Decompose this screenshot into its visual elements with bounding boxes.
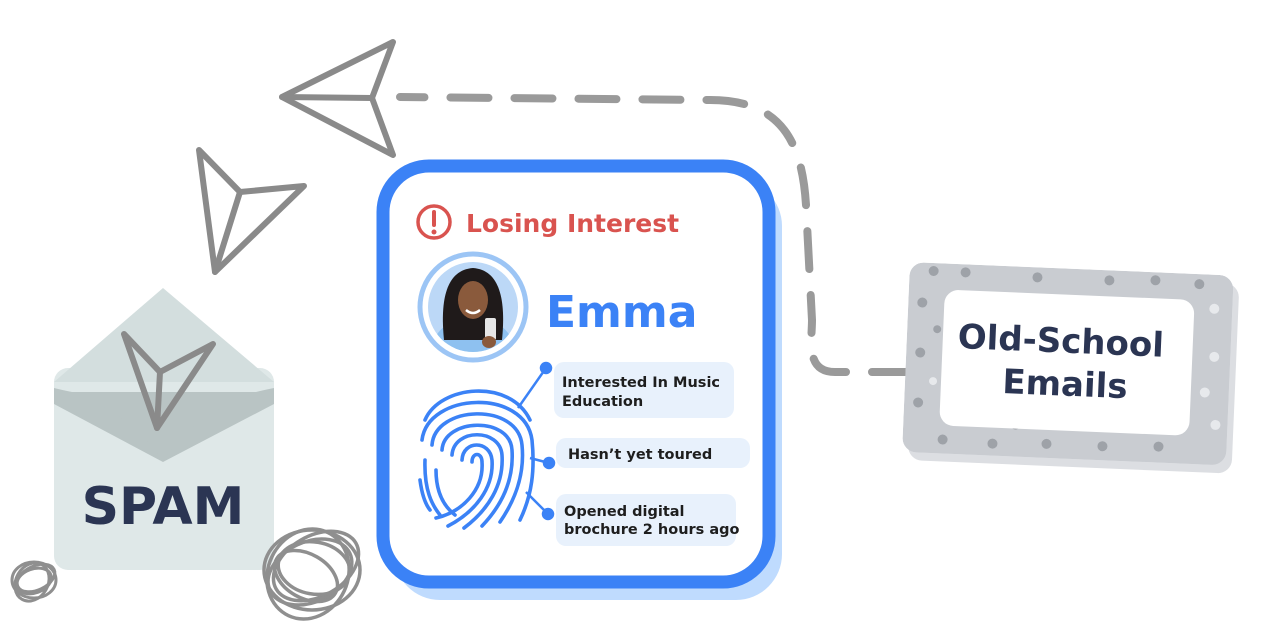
profile-card: Losing Interest Emma [376,159,782,600]
svg-text:Old-School Emails: Old-School Emails [955,317,1176,409]
paper-plane-icon [196,147,307,275]
old-school-emails-card: Old-School Emails [902,262,1239,474]
insight-text-line: Opened digital [564,504,685,520]
insight-text-line: brochure 2 hours ago [564,522,740,538]
exclamation-circle-icon [416,204,452,240]
dashed-flight-path [396,93,914,376]
profile-name: Emma [546,287,697,338]
insight-text-line: Interested In Music [562,375,720,391]
insight-text-line: Education [562,394,643,410]
alert-header: Losing Interest [416,204,679,240]
scribble-icon [10,560,58,603]
insight-pill: Hasn’t yet toured [556,438,750,468]
insight-text-line: Hasn’t yet toured [568,447,712,463]
paper-plane-icon [279,39,396,158]
polka-dots [913,265,1205,452]
svg-text:Interested In Music Ed: Interested In Music Education [562,375,725,410]
alert-label: Losing Interest [466,209,679,238]
paper-plane-icon [121,331,216,431]
scribble-icon [262,527,362,621]
fingerprint-icon [418,389,535,530]
insight-pill: Opened digital brochure 2 hours ago [556,494,740,546]
connector-lines [516,361,556,521]
old-school-line: Emails [1002,362,1129,407]
svg-text:Hasn’t yet toured: Hasn’t yet toured [568,447,712,463]
spam-envelope: SPAM [54,288,274,570]
insight-pill: Interested In Music Education [554,362,734,418]
avatar [417,251,529,363]
old-school-line: Old-School [957,317,1165,366]
svg-text:Opened digital brochur: Opened digital brochure 2 hours ago [564,504,740,538]
spam-label: SPAM [82,477,245,537]
